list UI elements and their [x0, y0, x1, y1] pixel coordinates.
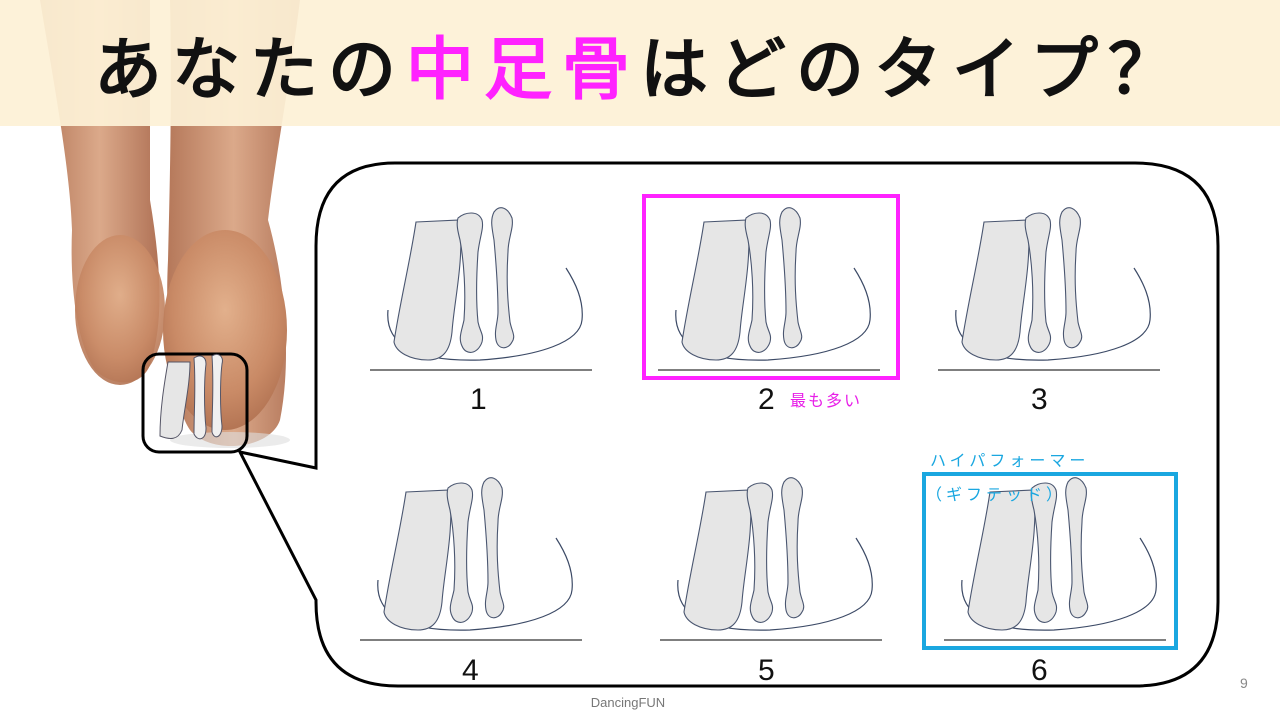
type-3-label: 3	[1031, 383, 1048, 417]
type-5-label: 5	[758, 654, 775, 688]
most-common-highlight-box	[642, 194, 900, 380]
page-number: 9	[1240, 675, 1248, 691]
gifted-note: （ギフテッド）	[926, 481, 1066, 505]
heel-bones-icon	[160, 354, 222, 438]
type-1-label: 1	[470, 383, 487, 417]
type-4-label: 4	[462, 654, 479, 688]
footer-brand: DancingFUN	[560, 695, 696, 710]
high-performer-note: ハイパフォーマー	[930, 447, 1089, 471]
most-common-note: 最も多い	[790, 387, 862, 411]
type-2-label: 2	[758, 383, 775, 417]
type-6-label: 6	[1031, 654, 1048, 688]
